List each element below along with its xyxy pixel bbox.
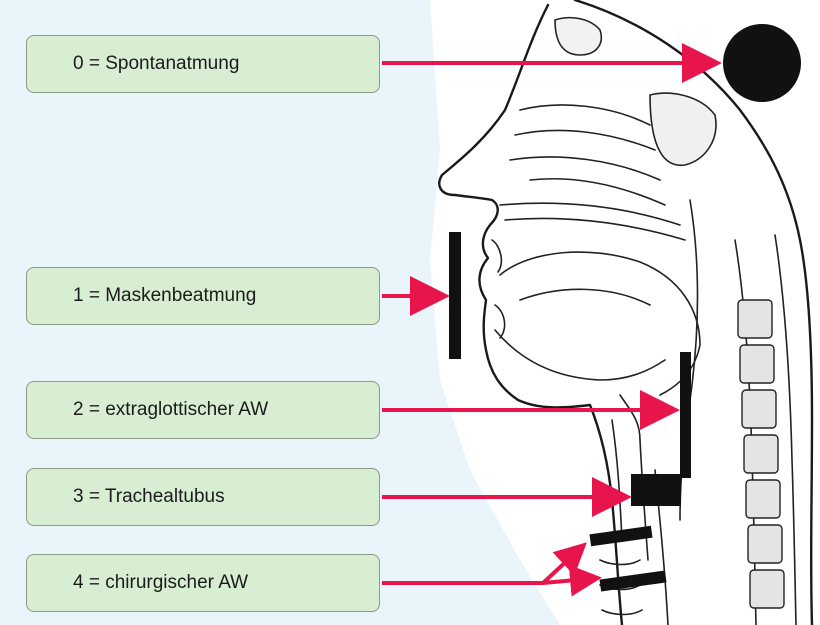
label-box-1: 1 = Maskenbeatmung [26, 267, 380, 325]
label-text-1: 1 = Maskenbeatmung [73, 285, 256, 307]
label-box-0: 0 = Spontanatmung [26, 35, 380, 93]
tracheal-tube-marker [631, 474, 681, 506]
label-text-2: 2 = extraglottischer AW [73, 399, 268, 421]
label-text-0: 0 = Spontanatmung [73, 53, 239, 75]
label-text-3: 3 = Trachealtubus [73, 486, 225, 508]
spontaneous-breathing-marker [723, 24, 801, 102]
label-box-3: 3 = Trachealtubus [26, 468, 380, 526]
mask-marker [449, 232, 461, 359]
extraglottic-device-marker [680, 352, 691, 478]
label-text-4: 4 = chirurgischer AW [73, 572, 248, 594]
label-box-4: 4 = chirurgischer AW [26, 554, 380, 612]
label-box-2: 2 = extraglottischer AW [26, 381, 380, 439]
